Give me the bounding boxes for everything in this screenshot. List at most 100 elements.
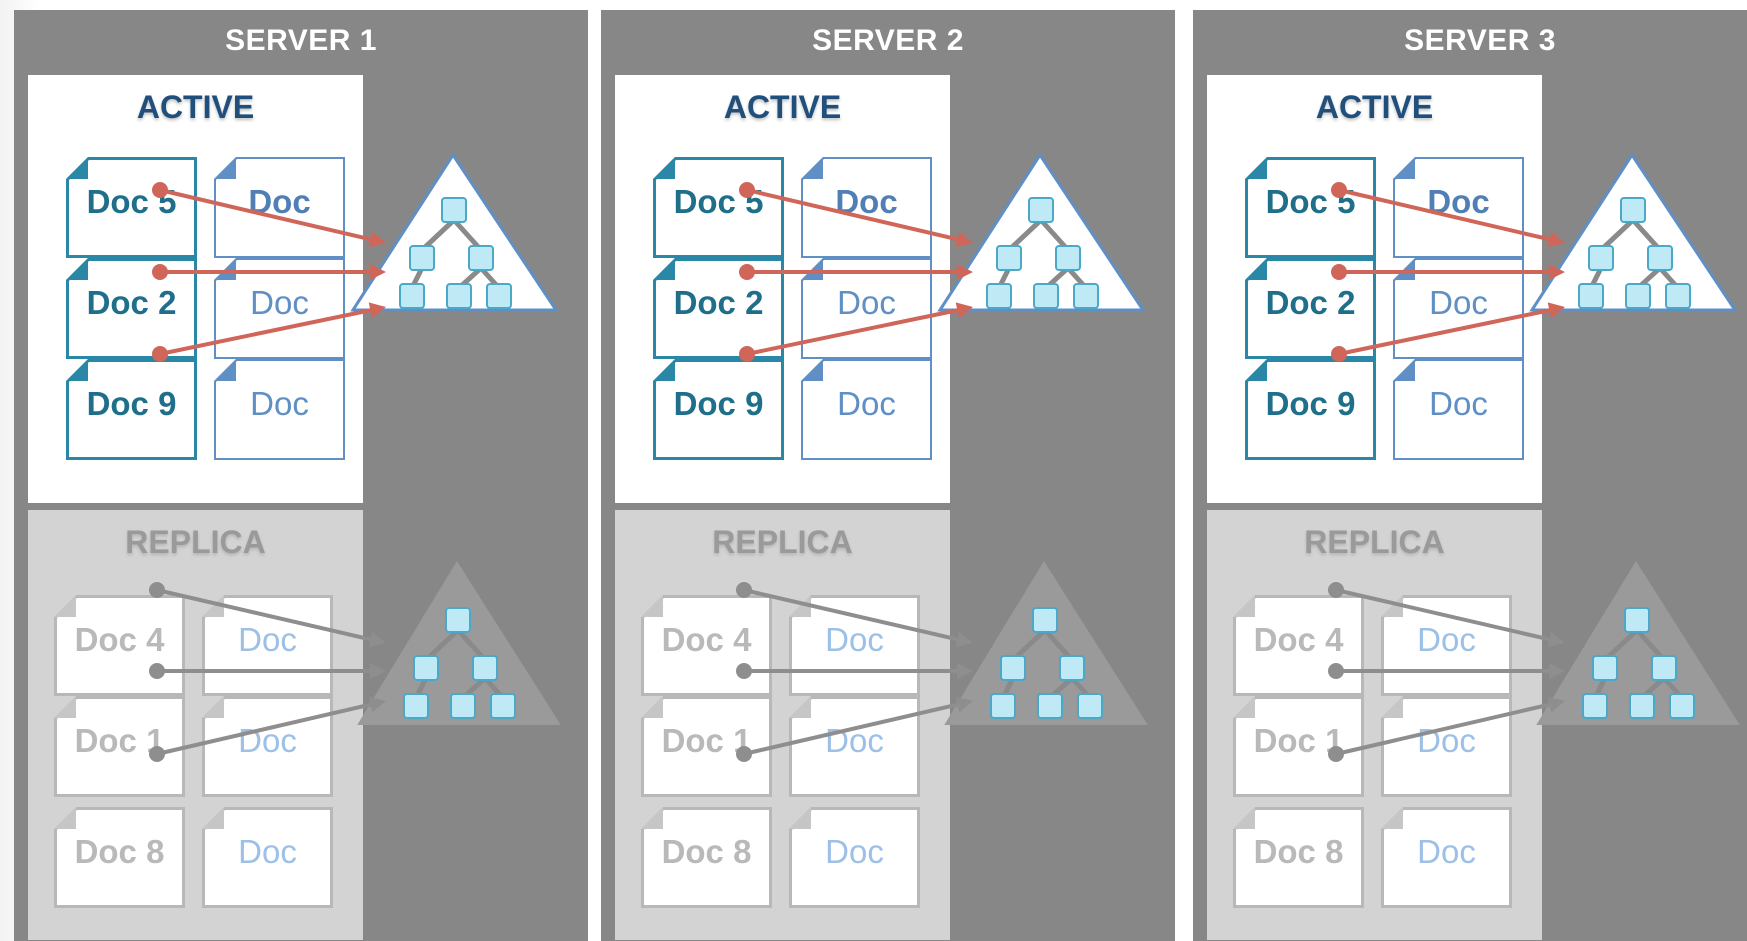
- arrow-origin-dot: [152, 264, 168, 280]
- arrow-origin-dot: [1328, 582, 1344, 598]
- active-key-doc: Doc 9: [1245, 359, 1376, 460]
- tree-node: [1578, 283, 1604, 309]
- arrow-head: [955, 696, 973, 713]
- replica-panel: REPLICA Doc 4 Doc 1 Doc 8 Doc Doc Doc: [1207, 510, 1542, 940]
- replica-key-doc: Doc 8: [1233, 807, 1364, 908]
- active-key-doc: Doc 5: [1245, 157, 1376, 258]
- arrow-origin-dot: [1331, 182, 1347, 198]
- tree-node: [1665, 283, 1691, 309]
- arrow-origin-dot: [149, 582, 165, 598]
- active-key-doc: Doc 5: [66, 157, 197, 258]
- tree-node: [441, 197, 467, 223]
- active-arrow: [152, 264, 386, 280]
- arrow-line: [1338, 188, 1550, 242]
- tree-diagram-icon: [990, 607, 1103, 719]
- arrow-origin-dot: [736, 663, 752, 679]
- tree-node: [1651, 655, 1677, 681]
- replica-arrow: [149, 663, 386, 679]
- replica-arrow: [736, 663, 973, 679]
- active-panel: ACTIVE Doc 5 Doc 2 Doc 9 Doc Doc Doc: [28, 75, 363, 503]
- server-title: SERVER 3: [1404, 24, 1556, 57]
- replica-label: REPLICA: [712, 524, 853, 560]
- active-value-doc: Doc: [1393, 359, 1524, 460]
- arrow-head: [1547, 696, 1565, 713]
- tree-node: [1033, 283, 1059, 309]
- arrow-line: [1335, 702, 1550, 756]
- arrow-head: [370, 663, 386, 679]
- replica-arrow: [1328, 663, 1565, 679]
- arrow-head: [957, 663, 973, 679]
- tree-node: [1592, 655, 1618, 681]
- arrow-origin-dot: [736, 582, 752, 598]
- arrow-head: [1549, 264, 1565, 280]
- active-key-doc: Doc 9: [66, 359, 197, 460]
- arrow-head: [368, 302, 386, 319]
- arrow-head: [1547, 231, 1565, 248]
- active-key-doc: Doc 9: [653, 359, 784, 460]
- server-title: SERVER 2: [812, 24, 964, 57]
- replica-key-doc: Doc 1: [1233, 696, 1364, 797]
- server-2: SERVER 2 ACTIVE Doc 5 Doc 2 Doc 9 Doc Do…: [601, 10, 1175, 941]
- server-3-index-overlay: [1328, 152, 1740, 762]
- active-arrow: [1331, 182, 1565, 248]
- tree-node: [468, 245, 494, 271]
- active-key-doc: Doc 2: [66, 258, 197, 359]
- replica-key-doc: Doc 1: [54, 696, 185, 797]
- arrow-origin-dot: [152, 182, 168, 198]
- tree-node: [1055, 245, 1081, 271]
- arrow-line: [746, 188, 958, 242]
- active-index-triangle: [937, 152, 1146, 312]
- replica-key-doc: Doc 4: [1233, 595, 1364, 696]
- replica-label: REPLICA: [1304, 524, 1445, 560]
- tree-diagram-icon: [1578, 197, 1691, 309]
- arrow-origin-dot: [149, 746, 165, 762]
- arrow-origin-dot: [739, 346, 755, 362]
- tree-node: [472, 655, 498, 681]
- arrow-head: [370, 264, 386, 280]
- arrow-line: [156, 588, 371, 642]
- replica-arrow: [149, 582, 386, 648]
- arrow-head: [1547, 631, 1565, 648]
- arrow-line: [743, 702, 958, 756]
- active-arrow: [739, 264, 973, 280]
- replica-key-doc: Doc 1: [641, 696, 772, 797]
- tree-node: [1629, 693, 1655, 719]
- arrow-origin-dot: [739, 182, 755, 198]
- arrow-head: [955, 302, 973, 319]
- active-index-triangle: [350, 152, 559, 312]
- server-1-index-overlay: [149, 152, 561, 762]
- arrow-head: [368, 696, 386, 713]
- arrow-origin-dot: [1328, 746, 1344, 762]
- replica-arrow: [1328, 582, 1565, 648]
- replica-arrow: [736, 696, 973, 762]
- arrow-head: [368, 631, 386, 648]
- replica-panel: REPLICA Doc 4 Doc 1 Doc 8 Doc Doc Doc: [28, 510, 363, 940]
- arrow-head: [1547, 302, 1565, 319]
- arrow-line: [1335, 588, 1550, 642]
- active-value-doc: Doc: [214, 258, 345, 359]
- active-index-triangle: [1529, 152, 1738, 312]
- server-1: SERVER 1 ACTIVE Doc 5 Doc 2 Doc 9 Doc Do…: [14, 10, 588, 941]
- arrow-head: [368, 231, 386, 248]
- tree-node: [445, 607, 471, 633]
- tree-node: [1028, 197, 1054, 223]
- replica-value-doc: Doc: [202, 696, 333, 797]
- arrow-line: [159, 308, 371, 356]
- tree-diagram-icon: [399, 197, 512, 309]
- tree-diagram-icon: [1582, 607, 1695, 719]
- tree-node: [1620, 197, 1646, 223]
- tree-node: [1059, 655, 1085, 681]
- tree-node: [1000, 655, 1026, 681]
- replica-arrow: [1328, 696, 1565, 762]
- server-3: SERVER 3 ACTIVE Doc 5 Doc 2 Doc 9 Doc Do…: [1193, 10, 1747, 941]
- arrow-line: [156, 702, 371, 756]
- tree-node: [486, 283, 512, 309]
- active-panel: ACTIVE Doc 5 Doc 2 Doc 9 Doc Doc Doc: [1207, 75, 1542, 503]
- replica-index-triangle: [1536, 561, 1740, 725]
- replica-index-triangle: [944, 561, 1148, 725]
- tree-node: [1037, 693, 1063, 719]
- arrow-line: [746, 308, 958, 356]
- arrow-origin-dot: [152, 346, 168, 362]
- active-arrow: [152, 302, 386, 362]
- arrow-head: [957, 264, 973, 280]
